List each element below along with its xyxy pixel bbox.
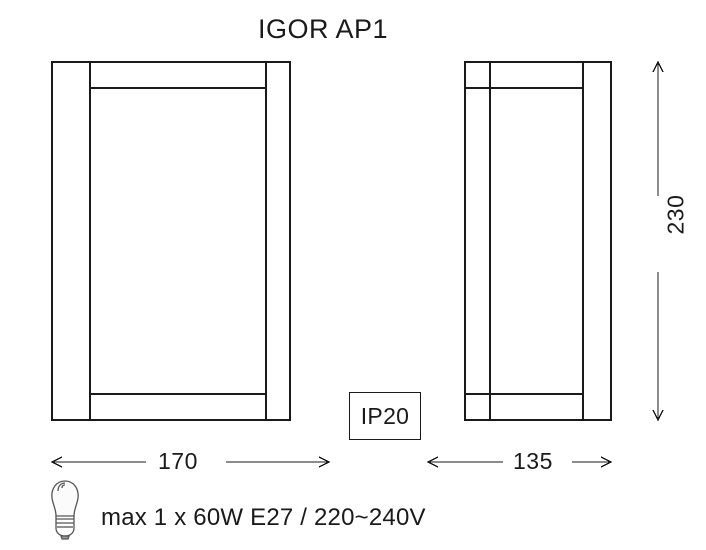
side-view-outline [464,61,612,421]
dimension-label-height: 230 [662,194,689,235]
ip-rating-badge: IP20 [349,392,421,440]
dimension-side-width [426,456,613,468]
dimension-front-width [50,456,331,468]
lamp-specification-text: max 1 x 60W E27 / 220~240V [101,504,426,531]
ip-rating-label: IP20 [360,402,410,429]
dimension-label-side-width: 135 [513,448,553,474]
dimension-label-front-width: 170 [158,448,198,474]
front-view-outline [51,61,291,421]
light-bulb-icon [51,480,79,540]
page-title: IGOR AP1 [257,14,389,44]
dimension-height [652,60,664,422]
